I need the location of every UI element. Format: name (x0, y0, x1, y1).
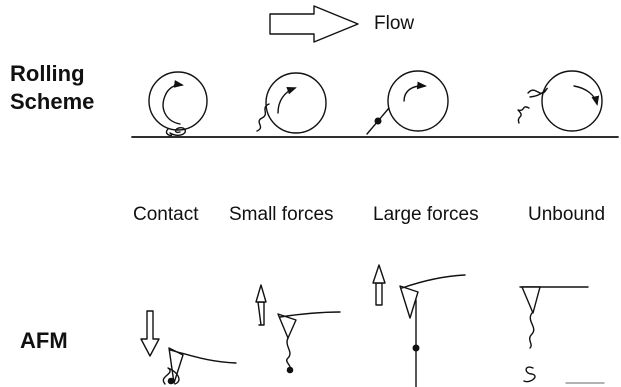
pull-up-arrow-head (255, 284, 267, 303)
rolling-cell-circle (148, 71, 208, 131)
rolling-cell-circle (541, 70, 603, 132)
afm-cell-small-forces (255, 284, 341, 374)
state-label-contact: Contact (133, 204, 199, 225)
free-receptor-squiggle (517, 106, 530, 124)
free-ligand-squiggle (527, 87, 548, 98)
pull-up-arrow-head (372, 264, 386, 284)
rolling-cell-large-forces (366, 70, 449, 135)
cantilever-tip (399, 285, 419, 319)
tether-node (374, 117, 382, 125)
pull-up-arrow (257, 301, 265, 326)
pull-up-arrow (375, 282, 383, 306)
tether-node (412, 344, 420, 352)
afm-title: AFM (20, 328, 68, 353)
rotation-arrow (162, 80, 184, 125)
cantilever-tip (521, 286, 541, 314)
state-label-unbound: Unbound (528, 204, 606, 225)
rolling-cell-unbound (517, 70, 603, 132)
state-label-small-forces: Small forces (229, 204, 334, 225)
rotation-arrow (403, 81, 427, 102)
rolling-scheme-title-line1: Rolling (10, 61, 85, 86)
tether-node (286, 366, 294, 374)
free-ligand-squiggle (529, 312, 535, 349)
rolling-scheme-title-line2: Scheme (10, 89, 95, 114)
afm-cell-contact (140, 310, 237, 385)
free-receptor-squiggle (523, 366, 536, 383)
cantilever-beam (401, 274, 466, 289)
state-label-large-forces: Large forces (373, 204, 479, 225)
tether-squiggle (256, 103, 270, 132)
tether-squiggle (286, 337, 291, 372)
rolling-cell-contact (148, 71, 208, 137)
rotation-arrow (573, 85, 600, 106)
cantilever-beam (279, 311, 341, 318)
rolling-cell-circle (265, 72, 327, 134)
rotation-arrow (277, 87, 297, 114)
bond-squiggle (162, 367, 180, 385)
cantilever-tip (277, 313, 297, 339)
afm-cell-large-forces (372, 264, 466, 387)
flow-arrow (269, 5, 359, 43)
cantilever-beam (169, 349, 237, 364)
bond-squiggle (165, 126, 187, 137)
rolling-cell-circle (387, 70, 449, 132)
rolling-cell-small-forces (256, 72, 327, 134)
flow-label: Flow (374, 13, 415, 34)
push-down-arrow (140, 310, 160, 357)
tether-node (167, 377, 175, 385)
afm-cell-unbound (519, 286, 605, 384)
